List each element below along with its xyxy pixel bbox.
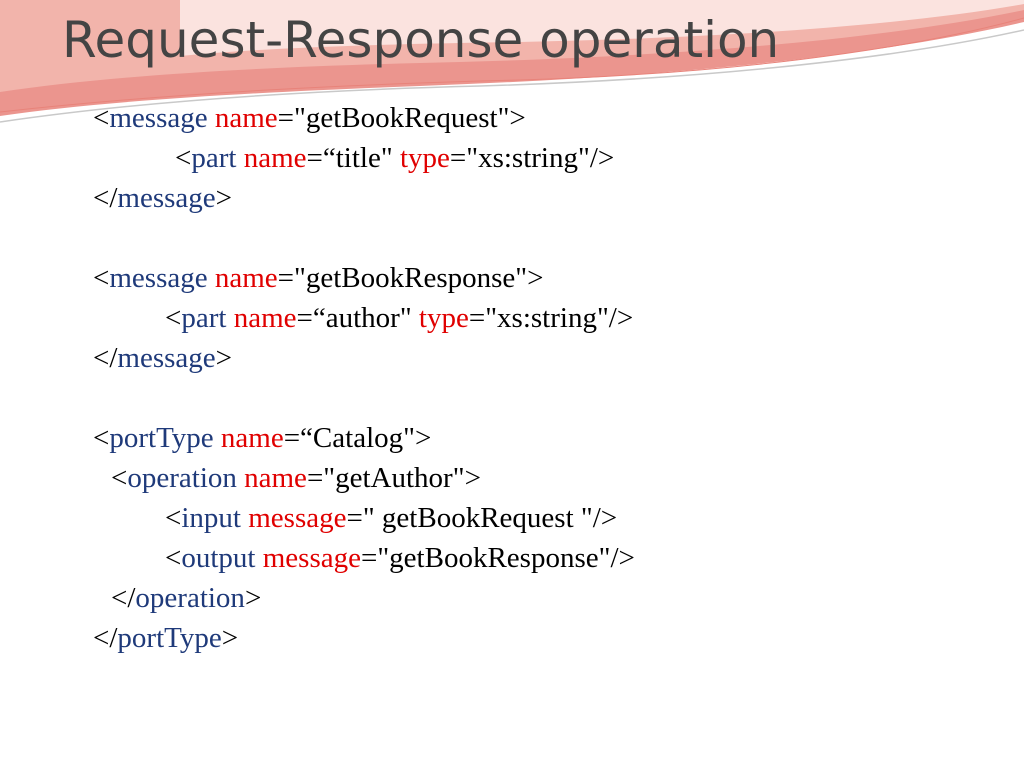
code-blank-line (93, 218, 635, 258)
code-tag-name: part (181, 302, 227, 334)
code-attribute-name: message (248, 502, 347, 534)
code-tag-name: operation (127, 462, 237, 494)
code-bracket: > (464, 462, 481, 494)
code-line: <output message="getBookResponse"/> (93, 538, 635, 578)
code-line: <portType name=“Catalog"> (93, 418, 635, 458)
code-value: =" getBookRequest " (346, 502, 593, 534)
code-bracket: /> (592, 502, 618, 534)
code-bracket: > (221, 622, 239, 654)
code-bracket: </ (93, 342, 118, 374)
code-line: <operation name="getAuthor"> (93, 458, 635, 498)
code-line: <part name=“title" type="xs:string"/> (93, 138, 635, 178)
code-line: </message> (93, 178, 635, 218)
code-bracket: /> (610, 542, 635, 574)
code-attribute-name: type (418, 302, 469, 334)
code-value: =“author" (296, 302, 419, 334)
code-value (214, 422, 221, 454)
code-attribute-name: type (399, 142, 450, 174)
code-line: <input message=" getBookRequest "/> (93, 498, 635, 538)
code-tag-name: message (117, 342, 216, 374)
code-attribute-name: name (233, 302, 297, 334)
code-value (208, 102, 215, 134)
code-tag-name: portType (117, 622, 222, 654)
code-attribute-name: name (220, 422, 284, 454)
code-bracket: < (165, 302, 182, 334)
code-value: ="getBookResponse" (360, 542, 611, 574)
code-bracket: /> (608, 302, 634, 334)
code-attribute-name: name (214, 102, 278, 134)
code-bracket: < (175, 142, 192, 174)
code-attribute-name: name (214, 262, 278, 294)
code-bracket: </ (93, 622, 118, 654)
code-tag-name: operation (135, 582, 245, 614)
code-value (208, 262, 215, 294)
code-blank-line (93, 378, 635, 418)
wsdl-code-block: <message name="getBookRequest"><part nam… (93, 98, 635, 658)
code-tag-name: output (181, 542, 256, 574)
code-bracket: > (509, 102, 526, 134)
code-value (236, 142, 243, 174)
swoosh-line (0, 29, 1024, 123)
code-tag-name: input (181, 502, 241, 534)
code-line: </operation> (93, 578, 635, 618)
code-bracket: /> (589, 142, 615, 174)
code-attribute-name: message (262, 542, 361, 574)
code-value (226, 302, 233, 334)
code-bracket: < (93, 102, 110, 134)
code-value: ="getBookRequest" (277, 102, 510, 134)
code-bracket: > (527, 262, 544, 294)
code-bracket: < (93, 262, 110, 294)
code-attribute-name: name (244, 462, 307, 494)
code-bracket: < (111, 462, 128, 494)
code-bracket: > (215, 342, 233, 374)
code-line: <message name="getBookRequest"> (93, 98, 635, 138)
code-bracket: </ (93, 182, 118, 214)
code-line: </portType> (93, 618, 635, 658)
code-value: ="getBookResponse" (277, 262, 528, 294)
slide-title: Request-Response operation (62, 11, 780, 69)
code-value: =“title" (306, 142, 400, 174)
code-tag-name: portType (109, 422, 214, 454)
code-line: </message> (93, 338, 635, 378)
code-value: ="xs:string" (468, 302, 609, 334)
code-line: <part name=“author" type="xs:string"/> (93, 298, 635, 338)
code-bracket: < (165, 502, 182, 534)
code-bracket: > (244, 582, 262, 614)
code-value: ="getAuthor" (306, 462, 465, 494)
code-value: ="xs:string" (449, 142, 590, 174)
code-attribute-name: name (243, 142, 307, 174)
code-bracket: </ (111, 582, 136, 614)
swoosh-band-pale (180, 0, 1024, 56)
code-tag-name: message (109, 102, 208, 134)
header-swoosh-decoration (0, 0, 1024, 123)
code-value (255, 542, 262, 574)
code-bracket: < (165, 542, 182, 574)
code-bracket: < (93, 422, 110, 454)
code-bracket: > (215, 182, 233, 214)
code-tag-name: part (191, 142, 237, 174)
code-value: =“Catalog" (283, 422, 415, 454)
code-bracket: > (414, 422, 432, 454)
code-tag-name: message (109, 262, 208, 294)
swoosh-line-pink (0, 17, 1024, 113)
code-tag-name: message (117, 182, 216, 214)
code-line: <message name="getBookResponse"> (93, 258, 635, 298)
